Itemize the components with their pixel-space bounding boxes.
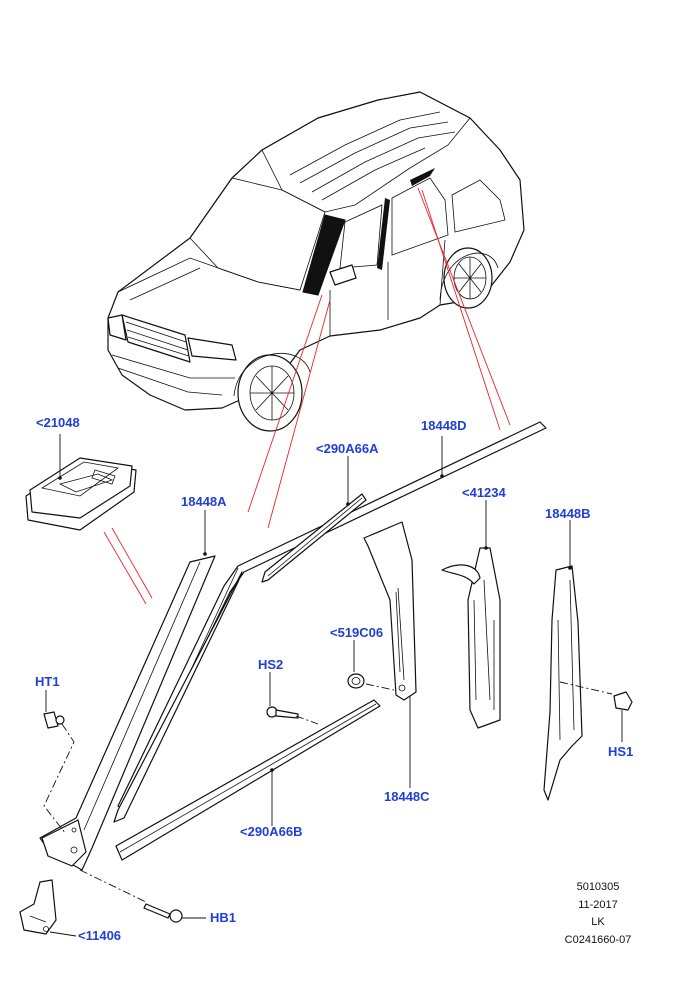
part-11406-bracket	[19, 879, 57, 935]
fastener-519C06	[347, 673, 365, 689]
leader-lines	[43, 434, 623, 937]
callout-labels: <21048 18448A <290A66A 18448D <41234 184…	[35, 415, 633, 943]
fasteners	[19, 673, 633, 935]
callout-18448B: 18448B	[545, 506, 591, 521]
fastener-hb1	[143, 903, 183, 923]
highlight-pointers	[103, 187, 511, 605]
callout-18448A: 18448A	[181, 494, 227, 509]
callout-18448C: 18448C	[384, 789, 430, 804]
part-41234-bracket	[441, 547, 501, 729]
part-21048-kit	[25, 457, 137, 531]
fastener-hs1	[613, 691, 633, 711]
callout-HB1: HB1	[210, 910, 236, 925]
part-18448C-b-pillar-trim	[363, 521, 417, 701]
callout-21048: <21048	[36, 415, 80, 430]
part-290A66B-strip	[115, 699, 381, 861]
meta-reference: C0241660-07	[565, 934, 632, 946]
part-290A66A-strip	[261, 493, 367, 583]
callout-290A66A: <290A66A	[316, 441, 379, 456]
drawing-metadata: 5010305 11-2017 LK C0241660-07	[565, 881, 632, 946]
part-a-pillar-seal	[113, 421, 547, 823]
meta-date: 11-2017	[578, 899, 618, 911]
callout-18448D: 18448D	[421, 418, 467, 433]
callout-11406: <11406	[78, 928, 121, 943]
callout-290A66B: <290A66B	[240, 824, 303, 839]
vehicle-illustration	[107, 91, 525, 432]
meta-illustration-number: 5010305	[577, 881, 620, 893]
callout-519C06: <519C06	[330, 625, 383, 640]
callout-41234: <41234	[462, 485, 507, 500]
fastener-hs2	[266, 706, 299, 719]
callout-HT1: HT1	[35, 674, 60, 689]
meta-code: LK	[591, 916, 605, 928]
fastener-ht1	[43, 711, 65, 729]
callout-HS2: HS2	[258, 657, 283, 672]
callout-HS1: HS1	[608, 744, 633, 759]
part-18448A-a-pillar-trim	[39, 555, 216, 871]
